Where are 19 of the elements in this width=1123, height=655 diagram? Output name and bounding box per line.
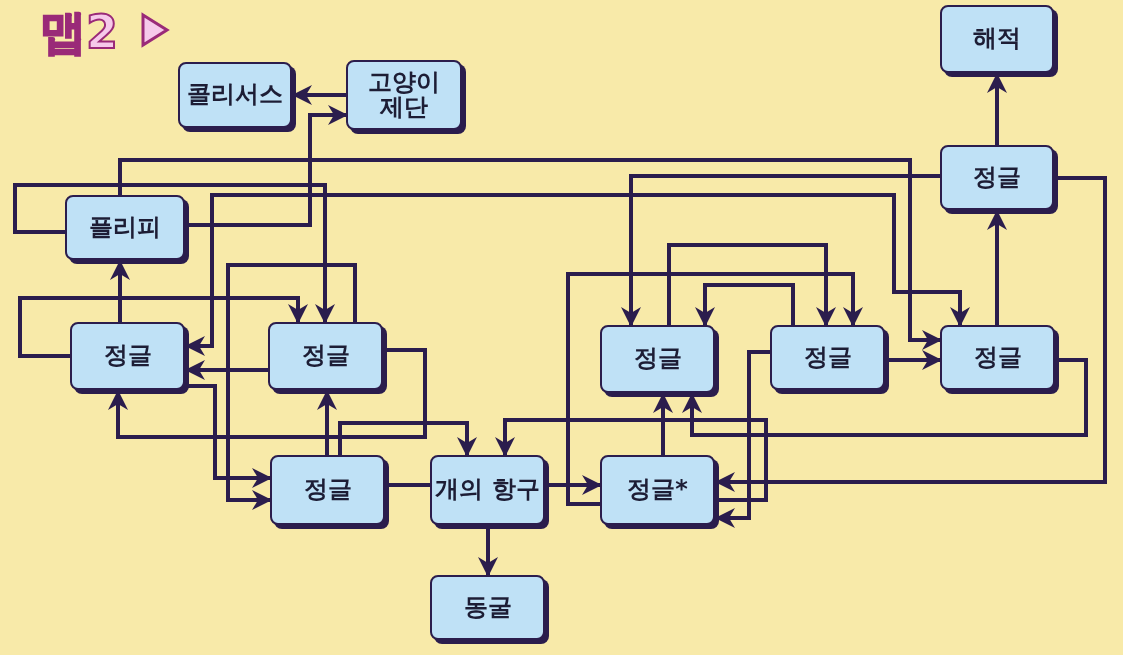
arrow: [695, 283, 795, 327]
arrow: [478, 527, 498, 577]
arrow: [495, 418, 768, 502]
arrow: [566, 272, 863, 506]
connector-line: [387, 483, 430, 487]
arrow: [108, 348, 427, 439]
map-title: 맵2: [40, 4, 118, 61]
arrow: [667, 243, 836, 327]
arrow: [118, 158, 942, 350]
arrow: [187, 105, 348, 227]
arrow: [338, 421, 477, 457]
arrow: [13, 183, 335, 324]
arrow: [18, 296, 308, 358]
arrow: [187, 384, 272, 488]
arrow: [621, 174, 940, 327]
arrow: [226, 263, 357, 510]
arrow: [547, 475, 602, 495]
arrow: [887, 350, 942, 370]
arrow: [682, 358, 1088, 437]
